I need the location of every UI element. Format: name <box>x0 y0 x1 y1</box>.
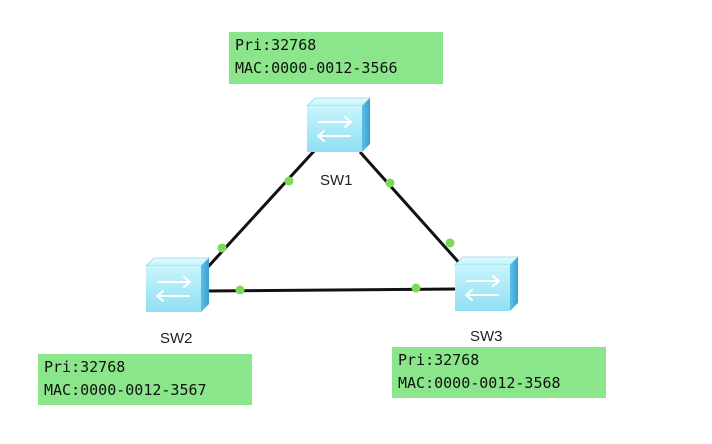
sw1-mac: MAC:0000-0012-3566 <box>235 59 398 77</box>
port-dot[interactable] <box>385 178 395 188</box>
switch-label-sw2: SW2 <box>160 330 193 347</box>
switch-label-sw1: SW1 <box>320 172 353 189</box>
link-sw1-sw3[interactable] <box>358 150 464 268</box>
switch-sw2-icon[interactable] <box>145 257 210 312</box>
sw1-info-box: Pri:32768 MAC:0000-0012-3566 <box>229 32 443 84</box>
sw3-priority: Pri:32768 <box>398 351 480 369</box>
port-dot[interactable] <box>445 238 455 248</box>
sw1-priority: Pri:32768 <box>235 36 317 54</box>
switch-sw3-icon[interactable] <box>454 256 519 311</box>
sw3-info-box: Pri:32768 MAC:0000-0012-3568 <box>392 347 606 398</box>
switch-sw1-icon[interactable] <box>306 97 371 152</box>
port-dot[interactable] <box>235 285 245 295</box>
sw2-mac: MAC:0000-0012-3567 <box>44 381 207 399</box>
port-dot[interactable] <box>411 283 421 293</box>
switch-label-sw3: SW3 <box>470 328 503 345</box>
sw2-priority: Pri:32768 <box>44 358 126 376</box>
port-dot[interactable] <box>284 176 294 186</box>
port-dot[interactable] <box>217 243 227 253</box>
sw3-mac: MAC:0000-0012-3568 <box>398 374 561 392</box>
sw2-info-box: Pri:32768 MAC:0000-0012-3567 <box>38 354 252 405</box>
